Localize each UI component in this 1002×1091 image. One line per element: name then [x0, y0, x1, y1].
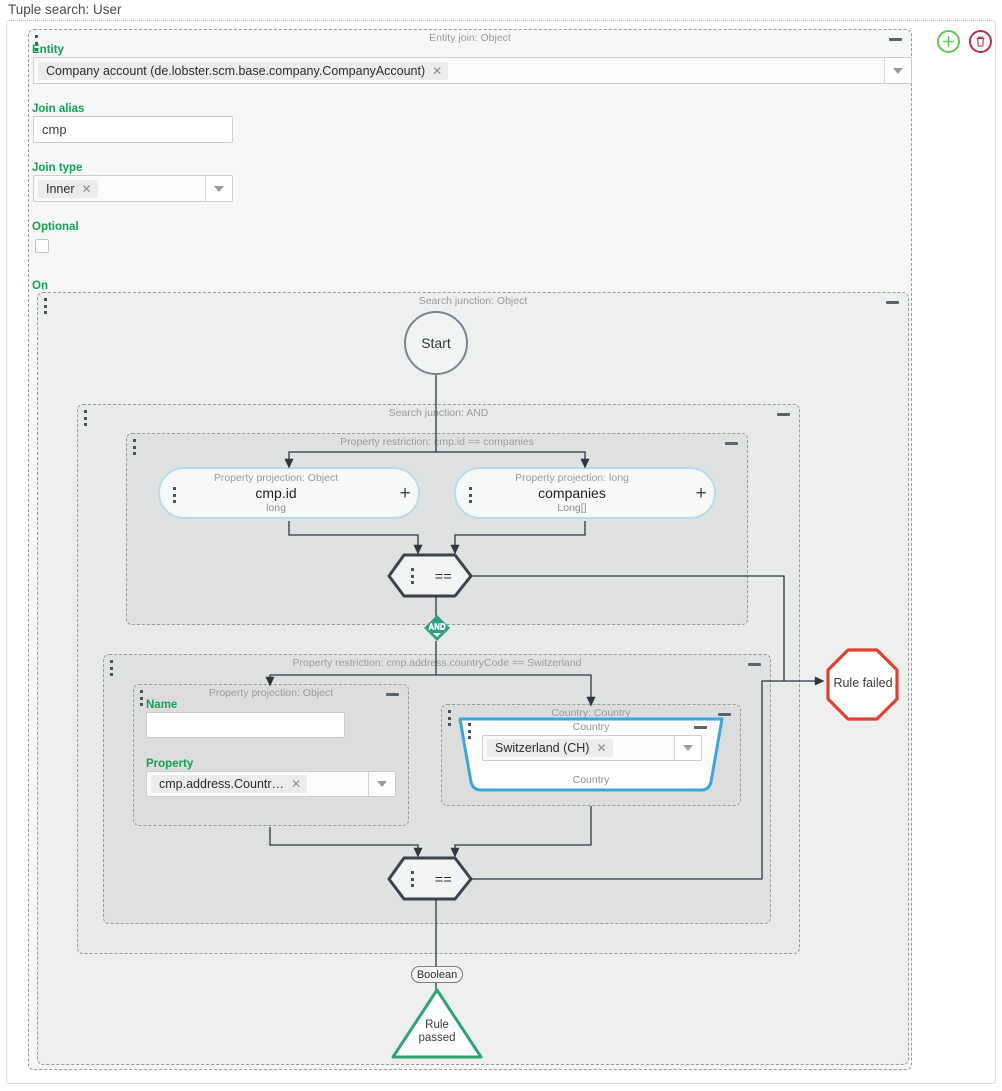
- drag-handle-search-junction-object[interactable]: [43, 298, 47, 314]
- projection-companies-body: Property projection: long companies Long…: [456, 472, 688, 514]
- drag-handle-restriction-1[interactable]: [132, 439, 136, 455]
- search-junction-object-label: Search junction: Object: [418, 295, 528, 307]
- projection-type: long: [266, 502, 286, 515]
- minimize-icon-restriction-1[interactable]: [725, 442, 738, 445]
- chevron-down-icon-entity[interactable]: [884, 58, 911, 83]
- property-field-label: Property: [146, 758, 194, 770]
- minimize-icon-country-node[interactable]: [694, 726, 707, 729]
- on-label: On: [32, 280, 48, 292]
- editor-canvas: [6, 20, 996, 1084]
- boolean-pill-overlay: Boolean: [411, 966, 463, 983]
- and-junction-label-overlay: AND: [428, 623, 446, 632]
- projection-name: companies: [538, 484, 606, 501]
- rule-passed-line-2: passed: [418, 1032, 456, 1044]
- drag-handle-country-panel[interactable]: [447, 710, 451, 726]
- country-node-label: Country: [572, 721, 610, 733]
- plus-icon-companies[interactable]: +: [695, 482, 707, 504]
- join-type-chip[interactable]: Inner ✕: [38, 179, 98, 198]
- minimize-icon-search-junction-and[interactable]: [777, 413, 790, 416]
- operator-node-equals-1-overlay[interactable]: ==: [400, 553, 473, 598]
- drag-handle-country-node[interactable]: [467, 723, 471, 739]
- operator-label: ==: [434, 567, 453, 584]
- close-icon[interactable]: ✕: [596, 741, 607, 755]
- property-chip-text: cmp.address.Countr…: [159, 777, 285, 791]
- projection-cmp-id-body: Property projection: Object cmp.id long: [160, 472, 392, 514]
- projection-node-companies[interactable]: Property projection: long companies Long…: [454, 467, 716, 519]
- property-chip[interactable]: cmp.address.Countr… ✕: [151, 775, 308, 793]
- operator-label: ==: [434, 870, 453, 887]
- trash-icon: [976, 36, 985, 47]
- entity-field-label: Entity: [32, 44, 64, 56]
- projection-name: cmp.id: [255, 484, 297, 501]
- operator-node-equals-2-overlay[interactable]: ==: [400, 856, 473, 901]
- country-chip-text: Switzerland (CH): [495, 741, 590, 755]
- property-restriction-1-label: Property restriction: cmp.id == companie…: [340, 436, 534, 448]
- property-select-body[interactable]: cmp.address.Countr… ✕: [147, 772, 368, 796]
- chevron-down-icon-join-type[interactable]: [205, 176, 232, 201]
- start-node[interactable]: Start: [404, 311, 468, 375]
- optional-label: Optional: [32, 221, 79, 233]
- close-icon[interactable]: ✕: [291, 777, 302, 791]
- property-select[interactable]: cmp.address.Countr… ✕: [146, 771, 396, 797]
- drag-handle-projection-panel[interactable]: [139, 690, 143, 706]
- property-restriction-2-label: Property restriction: cmp.address.countr…: [292, 657, 582, 669]
- join-alias-input[interactable]: cmp: [33, 116, 233, 143]
- rule-passed-label-overlay: Rule passed: [397, 1019, 477, 1045]
- chevron-down-icon-property[interactable]: [368, 772, 395, 796]
- entity-chip-text: Company account (de.lobster.scm.base.com…: [46, 63, 426, 78]
- entity-select[interactable]: Company account (de.lobster.scm.base.com…: [33, 57, 912, 84]
- minimize-icon-restriction-2[interactable]: [748, 663, 761, 666]
- projection-node-cmp-id[interactable]: Property projection: Object cmp.id long …: [158, 467, 420, 519]
- minimize-icon-country-panel[interactable]: [718, 713, 731, 716]
- drag-handle-restriction-2[interactable]: [109, 660, 113, 676]
- minimize-icon-entity-join[interactable]: [889, 38, 902, 41]
- drag-handle-projection-companies[interactable]: [468, 487, 472, 503]
- close-icon[interactable]: ✕: [81, 181, 92, 196]
- country-node-footer: Country: [572, 772, 610, 784]
- rule-passed-line-1: Rule: [425, 1019, 449, 1031]
- join-type-label: Join type: [32, 162, 83, 174]
- country-chip[interactable]: Switzerland (CH) ✕: [487, 739, 613, 757]
- name-field-label: Name: [146, 699, 178, 711]
- drag-handle-projection-cmp-id[interactable]: [172, 487, 176, 503]
- entity-join-label: Entity join: Object: [429, 32, 511, 44]
- entity-chip[interactable]: Company account (de.lobster.scm.base.com…: [38, 61, 449, 80]
- plus-icon-cmp-id[interactable]: +: [399, 482, 411, 504]
- minimize-icon-projection-panel[interactable]: [386, 693, 399, 696]
- entity-select-body[interactable]: Company account (de.lobster.scm.base.com…: [34, 58, 884, 83]
- minimize-icon-search-junction-object[interactable]: [886, 301, 899, 304]
- country-select-overlay[interactable]: Switzerland (CH) ✕: [482, 735, 702, 761]
- rule-failed-label-overlay: Rule failed: [833, 676, 893, 690]
- name-input[interactable]: [146, 712, 345, 738]
- join-type-select-body[interactable]: Inner ✕: [34, 176, 205, 201]
- projection-kind: Property projection: long: [515, 471, 629, 484]
- projection-type: Long[]: [557, 502, 587, 515]
- search-junction-and-label: Search junction: AND: [388, 407, 489, 419]
- page-title: Tuple search: User: [8, 2, 122, 17]
- chevron-down-icon-country[interactable]: [674, 736, 701, 760]
- join-alias-label: Join alias: [32, 103, 85, 115]
- projection-kind: Property projection: Object: [213, 471, 339, 484]
- country-select-body[interactable]: Switzerland (CH) ✕: [483, 736, 674, 760]
- optional-checkbox[interactable]: [35, 239, 49, 253]
- plus-icon: [943, 36, 954, 47]
- join-type-chip-text: Inner: [46, 181, 75, 196]
- drag-handle-search-junction-and[interactable]: [83, 410, 87, 426]
- drag-handle-entity-join[interactable]: [34, 35, 38, 51]
- delete-button[interactable]: [969, 30, 992, 53]
- add-button[interactable]: [937, 30, 960, 53]
- join-type-select[interactable]: Inner ✕: [33, 175, 233, 202]
- close-icon[interactable]: ✕: [432, 63, 443, 78]
